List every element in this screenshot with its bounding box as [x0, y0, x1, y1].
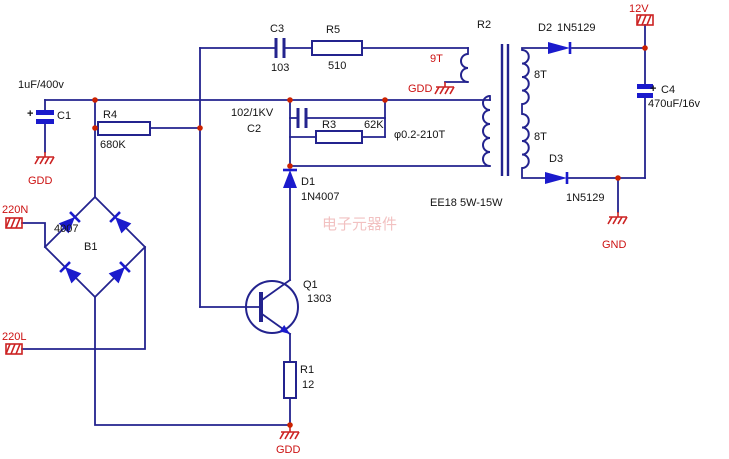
r3-name-label: R3	[322, 119, 336, 131]
d1-value-label: 1N4007	[301, 191, 340, 203]
c1-value-label: 1uF/400v	[18, 79, 64, 91]
gdd-label-3: GDD	[276, 444, 301, 456]
gdd-ground-icon	[434, 81, 455, 95]
watermark-text: 电子元器件	[322, 216, 397, 233]
gdd-label-1: GDD	[28, 175, 53, 187]
emitter-arrow-icon	[279, 325, 290, 334]
t1-sec-bottom-label: 8T	[534, 131, 547, 143]
secondary-top-winding	[521, 49, 530, 105]
d3-diode	[545, 172, 569, 184]
gnd-ground-icon	[607, 211, 628, 225]
d3-name-label: D3	[549, 153, 563, 165]
d1-name-label: D1	[301, 176, 315, 188]
c2-name-label: C2	[247, 123, 261, 135]
gdd-label-2: GDD	[408, 83, 433, 95]
gdd-ground-icon	[279, 426, 300, 440]
r1-resistor	[283, 361, 297, 399]
t1-core-label: EE18 5W-15W	[430, 197, 503, 209]
r1-name-label: R1	[300, 364, 314, 376]
d2-diode	[548, 42, 572, 54]
c2-value-label: 102/1KV	[231, 107, 274, 119]
r5-value-label: 510	[328, 60, 346, 72]
c3-value-label: 103	[271, 62, 289, 74]
v12-terminal-icon	[636, 14, 654, 26]
gdd-ground-icon	[34, 151, 55, 165]
feedback-winding	[460, 53, 469, 83]
r5-resistor	[311, 40, 363, 56]
r4-value-label: 680K	[100, 139, 126, 151]
r5-name-label: R5	[326, 24, 340, 36]
r1-value-label: 12	[302, 379, 314, 391]
c3-capacitor	[274, 38, 286, 58]
c2-capacitor	[296, 108, 308, 128]
r3-resistor	[315, 130, 363, 144]
junction-dots	[92, 45, 648, 428]
d2-name-label: D2	[538, 22, 552, 34]
c1-name-label: C1	[57, 110, 71, 122]
gnd-label: GND	[602, 239, 627, 251]
q1-transistor	[245, 278, 299, 336]
b1-value-label: 4007	[54, 223, 78, 235]
ac-l-label: 220L	[2, 331, 26, 343]
q1-name-label: Q1	[303, 279, 318, 291]
b1-name-label: B1	[84, 241, 97, 253]
r3-value-label: 62K	[364, 119, 384, 131]
t1-primary-label: φ0.2-210T	[394, 129, 445, 141]
ac-l-terminal-icon	[5, 343, 23, 355]
v12-label: 12V	[629, 3, 649, 15]
d2-value-label: 1N5129	[557, 22, 596, 34]
t1-name-label: R2	[477, 19, 491, 31]
c1-capacitor	[36, 110, 54, 124]
primary-winding	[482, 95, 491, 167]
c4-capacitor	[637, 84, 653, 98]
t1-sec-top-label: 8T	[534, 69, 547, 81]
ac-n-terminal-icon	[5, 217, 23, 229]
r4-name-label: R4	[103, 109, 117, 121]
ac-n-label: 220N	[2, 204, 28, 216]
c4-value-label: 470uF/16v	[648, 98, 700, 110]
secondary-bottom-winding	[521, 113, 530, 169]
q1-value-label: 1303	[307, 293, 331, 305]
c4-name-label: C4	[661, 84, 675, 96]
c4-plus-label: +	[650, 83, 656, 95]
t1-feedback-label: 9T	[430, 53, 443, 65]
t1-transformer	[460, 44, 530, 176]
c3-name-label: C3	[270, 23, 284, 35]
d3-value-label: 1N5129	[566, 192, 605, 204]
b1-bridge-rectifier	[43, 195, 147, 299]
c1-plus-label: +	[27, 108, 33, 120]
r4-resistor	[97, 121, 151, 136]
wires	[21, 24, 646, 426]
d1-diode	[283, 168, 297, 188]
